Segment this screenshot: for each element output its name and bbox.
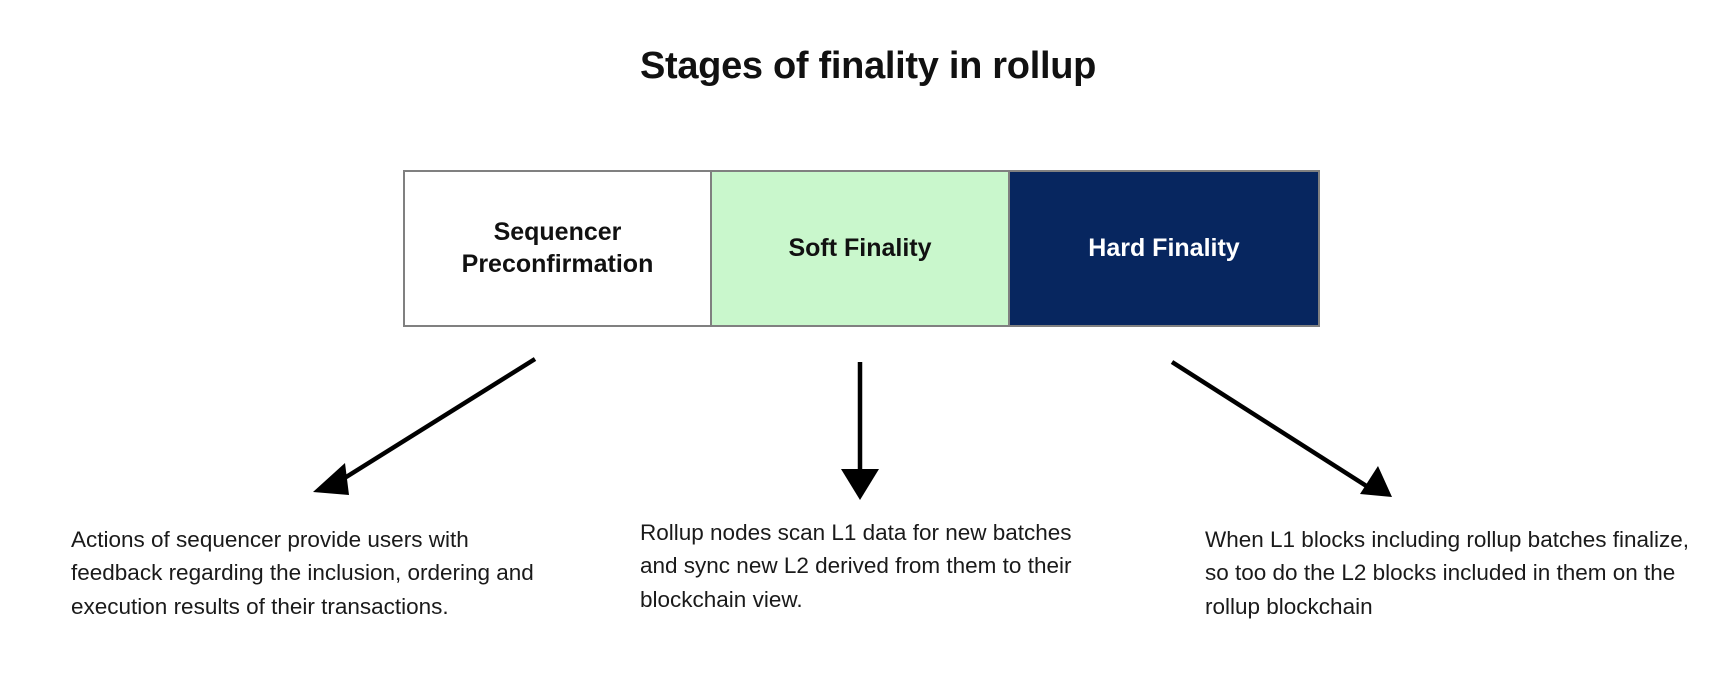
page-title: Stages of finality in rollup — [639, 45, 1097, 87]
stage-label-soft-finality: Soft Finality — [788, 233, 932, 262]
stage-label-hard-finality: Hard Finality — [1088, 233, 1240, 262]
stage-label-line-2: Preconfirmation — [461, 249, 654, 278]
arrow-sequencer-preconfirmation-icon — [313, 357, 537, 495]
caption-sequencer-preconfirmation: Actions of sequencer provide users with … — [71, 527, 534, 619]
stage-label-line-1: Sequencer — [493, 218, 622, 247]
arrow-hard-finality-icon — [1170, 360, 1392, 497]
stage-segment-hard-finality[interactable]: Hard Finality — [1008, 172, 1318, 325]
arrow-soft-finality-icon — [841, 362, 879, 500]
stage-segment-soft-finality[interactable]: Soft Finality — [710, 172, 1008, 325]
caption-soft-finality: Rollup nodes scan L1 data for new batche… — [640, 520, 1072, 612]
stages-bar: Sequencer Preconfirmation Soft Finality … — [403, 170, 1320, 327]
stage-label-sequencer-preconfirmation: Sequencer Preconfirmation — [462, 217, 654, 280]
stage-segment-sequencer-preconfirmation[interactable]: Sequencer Preconfirmation — [405, 172, 710, 325]
caption-hard-finality: When L1 blocks including rollup batches … — [1205, 527, 1690, 619]
